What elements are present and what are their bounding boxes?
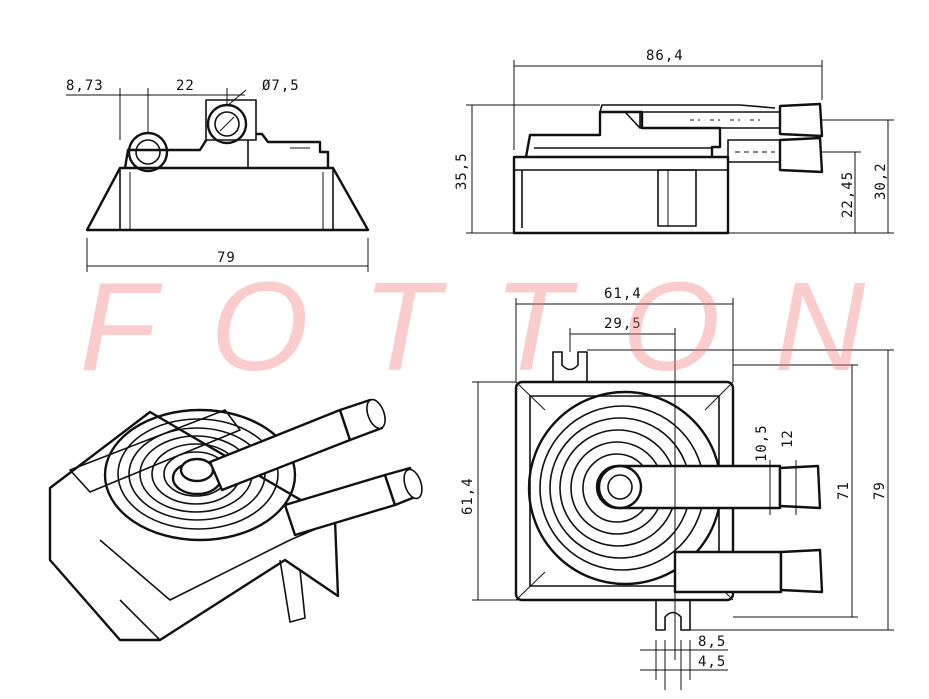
top-lower-nozzle (779, 548, 824, 594)
side-lower-nozzle (778, 136, 824, 174)
top-dim-nozzle-outer-label: 12 (780, 429, 796, 448)
side-lower-pipe (727, 139, 781, 163)
top-dim-total-label: 79 (872, 481, 888, 500)
top-corner-ribs (515, 381, 734, 601)
top-dim-slot-label: 4,5 (698, 654, 726, 670)
front-view: 8,73 22 Ø7,5 79 (66, 78, 370, 272)
top-view: 61,4 29,5 61,4 10,5 12 71 79 8,5 4,5 (460, 286, 894, 690)
side-dim-upper-label: 30,2 (873, 162, 889, 200)
top-lower-arm (673, 550, 783, 594)
front-outlet-center-inner (214, 111, 240, 137)
front-outlet-center-diag (219, 116, 235, 132)
front-outlet-left-outer (127, 131, 169, 173)
front-dim-width-label: 79 (217, 250, 236, 266)
front-housing-top (123, 132, 330, 169)
front-outlet-left-inner (135, 139, 161, 165)
iso-tab (119, 559, 306, 641)
side-upper-pipe-top (599, 104, 776, 113)
front-dim-offset-label: 8,73 (66, 78, 104, 94)
side-body-tab (657, 169, 697, 227)
top-dim-width-label: 61,4 (604, 286, 642, 302)
side-cap-diag (624, 111, 641, 129)
side-view: 86,4 35,5 22,45 30,2 (454, 48, 894, 235)
side-dim-lower-label: 22,45 (840, 171, 856, 218)
top-dim-outlet-label: 71 (836, 481, 852, 500)
top-dim-depth-label: 61,4 (460, 477, 476, 515)
top-hub-inner (607, 474, 633, 500)
iso-disc-outer (103, 408, 297, 542)
side-cap (524, 110, 722, 158)
side-upper-nozzle (778, 102, 824, 138)
iso-upper-nozzle-end (366, 398, 386, 430)
front-dim-diameter-label: Ø7,5 (262, 78, 300, 94)
iso-base-front (49, 488, 121, 641)
top-tab-back (552, 351, 588, 382)
iso-hub-top (179, 457, 215, 483)
top-dim-tab-label: 8,5 (698, 634, 726, 650)
iso-lower-arm (283, 473, 397, 537)
front-base-outline (85, 166, 370, 232)
front-dim-spacing-label: 22 (176, 78, 195, 94)
iso-view (48, 398, 423, 642)
iso-upper-arm (208, 408, 352, 492)
top-dim-nozzle-inner-label: 10,5 (754, 424, 770, 462)
iso-spiral-1 (117, 418, 279, 530)
top-upper-nozzle (778, 464, 822, 510)
side-dim-height-label: 35,5 (454, 152, 470, 190)
front-leader-diameter (226, 89, 247, 107)
side-dim-length-label: 86,4 (646, 48, 684, 64)
side-body (512, 155, 730, 235)
iso-lower-nozzle-end (403, 468, 423, 500)
iso-frame-front (99, 524, 326, 601)
top-tab-front (655, 600, 691, 631)
top-dim-offset-label: 29,5 (604, 316, 642, 332)
